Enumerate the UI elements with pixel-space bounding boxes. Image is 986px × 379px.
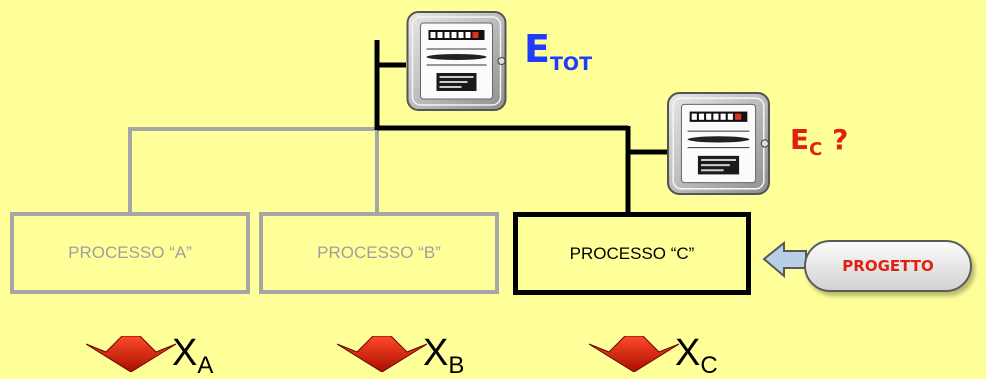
process-label: PROCESSO “A” bbox=[68, 243, 192, 262]
total-energy-label: ETOT bbox=[524, 27, 593, 75]
left-arrow-icon bbox=[762, 240, 807, 279]
progetto-badge: PROGETTO bbox=[804, 240, 972, 292]
down-arrow-icon bbox=[337, 336, 427, 372]
process-label: PROCESSO “B” bbox=[317, 243, 441, 262]
process-c-energy-label: EC ? bbox=[790, 123, 849, 160]
progetto-label: PROGETTO bbox=[842, 257, 934, 275]
process-box-c: PROCESSO “C” bbox=[513, 212, 751, 295]
electricity-meter-icon bbox=[406, 11, 507, 111]
output-label-b: XB bbox=[423, 332, 465, 379]
electricity-meter-icon bbox=[666, 92, 771, 195]
output-label-a: XA bbox=[172, 332, 214, 379]
process-box-b: PROCESSO “B” bbox=[259, 212, 499, 294]
active-connectors bbox=[374, 40, 668, 212]
output-label-c: XC bbox=[675, 332, 718, 379]
inactive-connectors bbox=[128, 127, 379, 212]
process-label: PROCESSO “C” bbox=[569, 243, 695, 263]
process-box-a: PROCESSO “A” bbox=[10, 212, 250, 294]
down-arrow-icon bbox=[86, 336, 176, 372]
down-arrow-icon bbox=[589, 336, 679, 372]
